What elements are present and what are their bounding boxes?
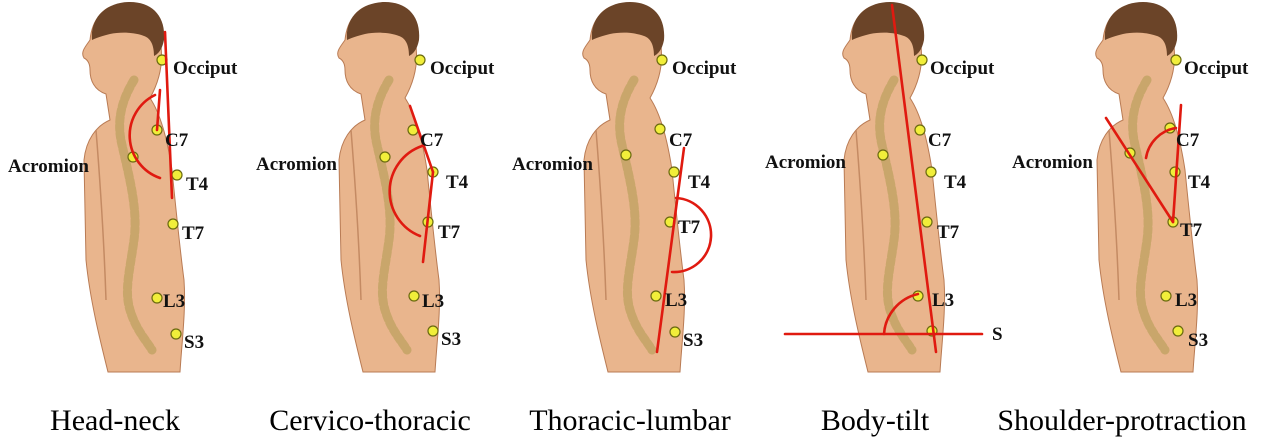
s3-marker bbox=[171, 329, 181, 339]
t7-label: T7 bbox=[1180, 220, 1203, 241]
t7-label: T7 bbox=[438, 222, 461, 243]
s3-label: S3 bbox=[184, 332, 204, 353]
occiput-label: Occiput bbox=[430, 58, 495, 79]
l3-marker bbox=[651, 291, 661, 301]
acromion-label: Acromion bbox=[512, 154, 593, 175]
figure-body bbox=[583, 2, 685, 372]
t4-marker bbox=[669, 167, 679, 177]
acromion-label: Acromion bbox=[256, 154, 337, 175]
acromion-marker bbox=[621, 150, 631, 160]
caption-shoulder-protraction: Shoulder-protraction bbox=[997, 404, 1246, 437]
caption-thoracic-lumbar: Thoracic-lumbar bbox=[529, 404, 731, 437]
figure-body bbox=[83, 2, 185, 372]
t4-label: T4 bbox=[186, 174, 209, 195]
c7-label: C7 bbox=[420, 130, 444, 151]
acromion-label: Acromion bbox=[8, 156, 89, 177]
l3-label: L3 bbox=[163, 291, 185, 312]
t4-label: T4 bbox=[446, 172, 469, 193]
c7-label: C7 bbox=[669, 130, 693, 151]
l3-label: L3 bbox=[422, 291, 444, 312]
acromion-label: Acromion bbox=[1012, 152, 1093, 173]
s3-marker bbox=[428, 326, 438, 336]
c7-label: C7 bbox=[928, 130, 952, 151]
c7-marker bbox=[655, 124, 665, 134]
l3-label: L3 bbox=[932, 290, 954, 311]
panel-thoracic-lumbar: Occiput C7 Acromion T4 T7 L3 S3 Thoracic… bbox=[512, 2, 737, 437]
l3-marker bbox=[1161, 291, 1171, 301]
l3-label: L3 bbox=[665, 290, 687, 311]
occiput-label: Occiput bbox=[930, 58, 995, 79]
s3-marker bbox=[1173, 326, 1183, 336]
occiput-marker bbox=[415, 55, 425, 65]
panel-cervico-thoracic: Occiput C7 Acromion T4 T7 L3 S3 Cervico-… bbox=[256, 2, 495, 437]
t7-label: T7 bbox=[678, 217, 701, 238]
occiput-marker bbox=[917, 55, 927, 65]
s3-label: S3 bbox=[683, 330, 703, 351]
t7-label: T7 bbox=[937, 222, 960, 243]
acromion-marker bbox=[878, 150, 888, 160]
t7-label: T7 bbox=[182, 223, 205, 244]
caption-head-neck: Head-neck bbox=[50, 404, 180, 437]
acromion-marker bbox=[380, 152, 390, 162]
t4-marker bbox=[172, 170, 182, 180]
panel-head-neck: Occiput C7 Acromion T4 T7 L3 S3 Head-nec… bbox=[8, 2, 238, 437]
s3-marker bbox=[670, 327, 680, 337]
occiput-label: Occiput bbox=[173, 58, 238, 79]
l3-marker bbox=[409, 291, 419, 301]
l3-label: L3 bbox=[1175, 290, 1197, 311]
occiput-marker bbox=[1171, 55, 1181, 65]
caption-body-tilt: Body-tilt bbox=[821, 404, 930, 437]
caption-cervico-thoracic: Cervico-thoracic bbox=[269, 404, 471, 437]
occiput-label: Occiput bbox=[1184, 58, 1249, 79]
occiput-label: Occiput bbox=[672, 58, 737, 79]
t4-label: T4 bbox=[688, 172, 711, 193]
c7-marker bbox=[915, 125, 925, 135]
s-label: S bbox=[992, 324, 1003, 345]
l3-marker bbox=[152, 293, 162, 303]
t7-marker bbox=[922, 217, 932, 227]
s3-label: S3 bbox=[1188, 330, 1208, 351]
c7-label: C7 bbox=[165, 130, 189, 151]
c7-label: C7 bbox=[1176, 130, 1200, 151]
t4-marker bbox=[926, 167, 936, 177]
panel-shoulder-protraction: Occiput C7 Acromion T4 T7 L3 S3 Shoulder… bbox=[997, 2, 1249, 437]
t4-label: T4 bbox=[1188, 172, 1211, 193]
occiput-marker bbox=[657, 55, 667, 65]
panel-body-tilt: Occiput C7 Acromion T4 T7 L3 S Body-tilt bbox=[765, 2, 1003, 437]
t7-marker bbox=[168, 219, 178, 229]
acromion-label: Acromion bbox=[765, 152, 846, 173]
figure-body bbox=[1096, 2, 1198, 372]
t4-label: T4 bbox=[944, 172, 967, 193]
s3-label: S3 bbox=[441, 329, 461, 350]
